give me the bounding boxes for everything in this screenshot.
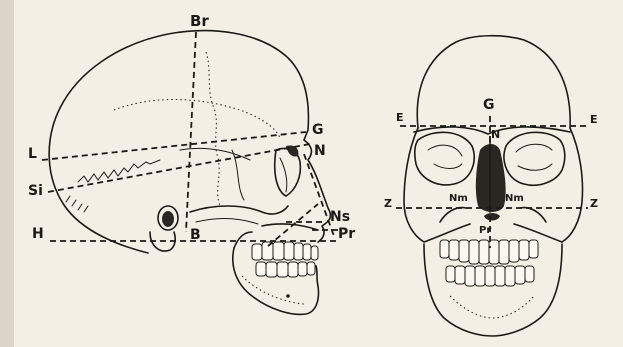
- label-g-lateral: G: [312, 123, 324, 137]
- label-ns: Ns: [330, 210, 350, 224]
- lateral-lower-teeth: [256, 262, 315, 277]
- label-pr-frontal: Pr: [479, 226, 491, 236]
- line-ns-diag: [268, 204, 318, 246]
- label-b: B: [190, 228, 201, 242]
- label-h: H: [32, 227, 44, 241]
- lateral-cranium-outline: [49, 31, 308, 253]
- line-si-n: [48, 144, 310, 192]
- label-si: Si: [28, 184, 43, 198]
- line-br-b: [186, 32, 196, 232]
- label-nm-right: Nm: [505, 194, 524, 204]
- label-br: Br: [190, 14, 209, 29]
- label-nm-left: Nm: [449, 194, 468, 204]
- label-z-left: Z: [384, 198, 392, 209]
- label-z-right: Z: [590, 198, 598, 209]
- label-e-left: E: [396, 112, 404, 123]
- page-edge-shadow: [0, 0, 14, 347]
- label-g-frontal: G: [483, 98, 495, 112]
- lateral-measurement-lines: [42, 32, 340, 246]
- label-l: L: [28, 147, 37, 161]
- lateral-upper-teeth: [252, 242, 318, 260]
- frontal-upper-teeth: [440, 240, 538, 264]
- label-n-frontal: N: [491, 129, 500, 140]
- label-pr-lateral: Pr: [338, 227, 355, 241]
- frontal-cranium-outline: [417, 36, 570, 128]
- frontal-skull: [404, 36, 583, 336]
- coronal-suture: [206, 52, 220, 206]
- line-l-g: [42, 132, 306, 160]
- frontal-lower-teeth: [446, 266, 534, 286]
- frontal-left-orbit: [415, 132, 475, 185]
- label-n-lateral: N: [314, 144, 326, 158]
- frontal-right-orbit: [504, 132, 565, 185]
- label-e-right: E: [590, 114, 598, 125]
- lateral-zygomatic-arch: [190, 206, 288, 214]
